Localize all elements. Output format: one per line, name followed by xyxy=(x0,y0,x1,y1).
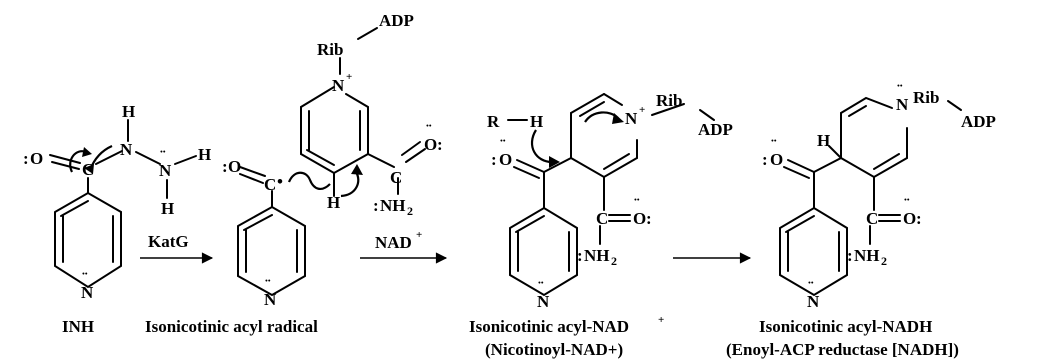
nad-amide-o-lonepair: ¨ xyxy=(426,121,432,140)
nad-c4-hydrogen: H xyxy=(327,193,340,212)
katg-label: KatG xyxy=(148,232,189,251)
acyl-nad-o-lonepair: ¨ xyxy=(500,136,506,155)
nad-reagent-charge: + xyxy=(416,229,422,241)
nad-amide-nh-colon: : xyxy=(373,196,379,215)
caption-inh: INH xyxy=(62,317,94,336)
acyl-nad-h-label: H xyxy=(530,112,543,131)
inh-ring-nitrogen: N xyxy=(81,283,94,302)
acyl-nad-nh-colon: : xyxy=(577,246,583,265)
caption-acyl-nad-alt: (Nicotinoyl-NAD+) xyxy=(485,340,623,359)
inh-oxygen: O xyxy=(30,149,43,168)
radical-oxygen: O xyxy=(228,157,241,176)
acyl-nad-pyridine-n: N xyxy=(537,292,550,311)
acyl-nadh-oxygen: O xyxy=(770,150,783,169)
acyl-nad-hydride-arrow xyxy=(530,129,553,164)
nad-amide-carbon: C xyxy=(390,168,402,187)
nad-n-charge: + xyxy=(346,71,352,83)
acyl-nad-structure xyxy=(507,93,715,297)
acyl-nad-amide-oxygen: O xyxy=(633,209,646,228)
nad-ch-arrow xyxy=(340,171,360,198)
acyl-nadh-amide-oxygen: O xyxy=(903,209,916,228)
acyl-nad-amide-o-lonepair: ¨ xyxy=(634,195,640,214)
caption-radical: Isonicotinic acyl radical xyxy=(145,317,318,336)
inh-n1: N xyxy=(120,140,133,159)
radical-attack-arrow xyxy=(287,171,331,190)
caption-acyl-nadh: Isonicotinic acyl-NADH xyxy=(759,317,932,336)
acyl-nad-nh2-sub: 2 xyxy=(611,254,617,268)
inh-curved-arrow-2-head xyxy=(82,147,92,157)
inh-ring-n-lonepair: ¨ xyxy=(82,269,88,288)
acyl-nad-rib-label: Rib xyxy=(656,91,682,110)
inh-h-bottom: H xyxy=(161,199,174,218)
inh-n2: N xyxy=(159,161,172,180)
acyl-nadh-amide-o-colon: : xyxy=(916,209,922,228)
nad-amide-nh2-sub: 2 xyxy=(407,204,413,218)
nad-ring-nitrogen: N xyxy=(332,76,345,95)
acyl-nadh-ring-nitrogen: N xyxy=(896,95,909,114)
nad-adp-label: ADP xyxy=(379,11,414,30)
inh-o-lonepair: : xyxy=(23,149,29,168)
acyl-nadh-c4-hydrogen: H xyxy=(817,131,830,150)
acyl-nadh-amide-carbon: C xyxy=(866,209,878,228)
nad-amide-oxygen: O xyxy=(424,135,437,154)
acyl-nad-o-colon: : xyxy=(491,150,497,169)
nad-reagent-label: NAD xyxy=(375,233,412,252)
acyl-nad-ring-arrow-head xyxy=(612,113,624,124)
caption-acyl-nad-sup: + xyxy=(658,314,664,326)
radical-carbon: C xyxy=(264,175,276,194)
acyl-nadh-nh-colon: : xyxy=(847,246,853,265)
acyl-nadh-amide-o-lonepair: ¨ xyxy=(904,195,910,214)
acyl-nadh-o-colon: : xyxy=(762,150,768,169)
acyl-nad-r-label: R xyxy=(487,112,500,131)
inh-n2-lonepair: ¨ xyxy=(160,147,166,166)
acyl-nad-pyridine-n-lonepair: ¨ xyxy=(538,278,544,297)
inh-structure xyxy=(49,119,197,289)
acyl-nadh-pyridine-n: N xyxy=(807,292,820,311)
nad-amide-nh: NH xyxy=(380,196,406,215)
acyl-nadh-pyridine-n-lonepair: ¨ xyxy=(808,278,814,297)
caption-acyl-nad: Isonicotinic acyl-NAD xyxy=(469,317,629,336)
radical-o-lonepair: : xyxy=(222,157,228,176)
acyl-nadh-structure xyxy=(779,96,962,297)
acyl-nadh-adp-label: ADP xyxy=(961,112,996,131)
radical-ring-n-lonepair: ¨ xyxy=(265,276,271,295)
acyl-radical-structure xyxy=(237,166,306,297)
inh-curved-arrow-1-head xyxy=(84,164,94,174)
acyl-nadh-nh: NH xyxy=(854,246,880,265)
acyl-nad-amide-o-colon: : xyxy=(646,209,652,228)
acyl-nad-oxygen: O xyxy=(499,150,512,169)
acyl-nadh-n-lonepair: ¨ xyxy=(897,81,903,100)
acyl-nad-amide-carbon: C xyxy=(596,209,608,228)
inh-h-right: H xyxy=(198,145,211,164)
nad-rib-label: Rib xyxy=(317,40,343,59)
acyl-nad-nh: NH xyxy=(584,246,610,265)
acyl-nadh-rib-label: Rib xyxy=(913,88,939,107)
inh-h-top: H xyxy=(122,102,135,121)
acyl-nad-hydride-arrow-head xyxy=(549,156,560,168)
acyl-nadh-nh2-sub: 2 xyxy=(881,254,887,268)
nad-ch-arrow-head xyxy=(351,164,363,175)
acyl-nadh-o-lonepair: ¨ xyxy=(771,136,777,155)
caption-acyl-nadh-alt: (Enoyl-ACP reductase [NADH]) xyxy=(726,340,959,359)
acyl-nad-n-charge: + xyxy=(639,104,645,116)
nad-amide-o-colon: : xyxy=(437,135,443,154)
acyl-nad-ring-nitrogen: N xyxy=(625,109,638,128)
acyl-nad-adp-label: ADP xyxy=(698,120,733,139)
radical-dot: • xyxy=(277,172,283,191)
nad-pyridinium-structure xyxy=(300,27,426,197)
radical-ring-nitrogen: N xyxy=(264,290,277,309)
